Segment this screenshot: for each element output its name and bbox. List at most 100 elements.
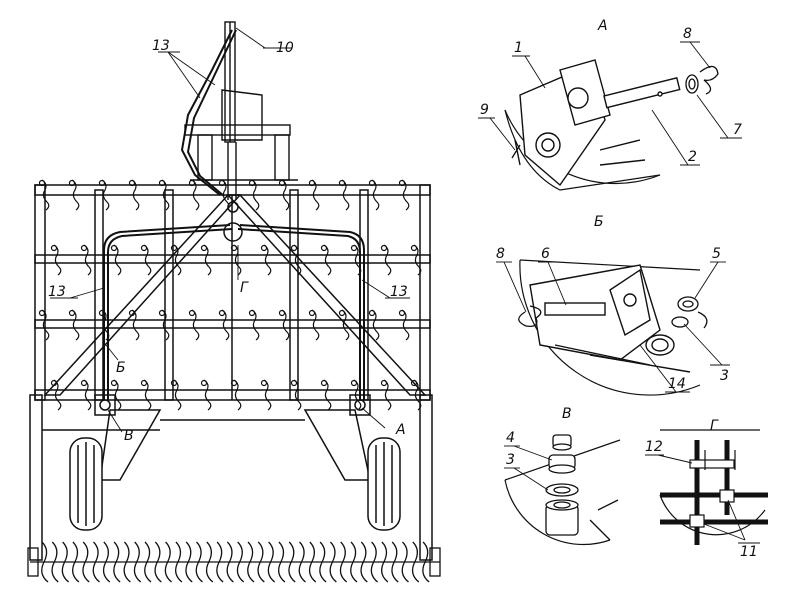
roller-coil — [205, 541, 214, 583]
tine — [281, 179, 290, 211]
tine-bolt — [158, 309, 166, 317]
tine-bolt — [380, 244, 388, 252]
roller-coil — [319, 541, 327, 583]
tine — [383, 379, 392, 411]
tine — [101, 179, 110, 211]
tine — [113, 244, 122, 276]
detail-g-title: Г — [710, 418, 719, 434]
roller-coil — [92, 541, 100, 583]
tine-bolt — [68, 309, 76, 317]
right-wheel — [367, 437, 401, 531]
label-13-left: 13 — [48, 284, 66, 300]
detail-b-label-6: 6 — [541, 246, 550, 262]
detail-b-label-5: 5 — [712, 246, 721, 262]
tine-bolt — [308, 309, 316, 317]
roller-coil — [370, 541, 379, 583]
roller-coil — [411, 541, 420, 583]
tine-bolt — [380, 379, 388, 387]
detail-a-title: А — [597, 18, 608, 34]
detail-a-label-2: 2 — [688, 149, 697, 165]
roller-coil — [82, 541, 90, 583]
tine-bolt — [98, 309, 106, 317]
detail-b-label-3: 3 — [720, 368, 729, 384]
roller-coil — [102, 541, 111, 583]
tine-bolt — [350, 379, 358, 387]
tine-bolt — [320, 244, 328, 252]
tine-bolt — [80, 379, 88, 387]
spiral-roller — [27, 541, 441, 583]
detail-g-label-11: 11 — [740, 544, 758, 560]
tine-bolt — [50, 379, 58, 387]
roller-coil — [185, 541, 193, 583]
tine-bolt — [398, 179, 406, 187]
tine — [221, 309, 230, 341]
tine — [293, 379, 302, 411]
roller-coil — [164, 541, 173, 583]
tine — [401, 179, 410, 211]
tine-bolt — [410, 379, 418, 387]
tine-bolt — [200, 379, 208, 387]
roller-coil — [195, 541, 203, 583]
tine-bolt — [170, 379, 178, 387]
roller-coil — [154, 541, 162, 583]
tine — [383, 244, 392, 276]
roller-coil — [226, 541, 234, 583]
tine-bolt — [218, 179, 226, 187]
hydraulic-hoses — [103, 29, 365, 400]
label-13-top: 13 — [152, 38, 170, 54]
tine-bolt — [98, 179, 106, 187]
roller-coil — [401, 541, 409, 583]
main-leaders — [50, 27, 410, 433]
roller-coil — [360, 541, 368, 583]
tine-bolt — [320, 379, 328, 387]
roller-coil — [41, 541, 49, 583]
tine-bolt — [290, 244, 298, 252]
tine-bolt — [38, 309, 46, 317]
tine — [233, 379, 242, 411]
tine — [143, 379, 152, 411]
tine — [203, 379, 212, 411]
tine-rows — [38, 179, 422, 411]
tine — [341, 179, 350, 211]
label-view-v: В — [124, 428, 134, 444]
tine-bolt — [188, 179, 196, 187]
machine-main-view: 10 13 13 13 Г Б В А — [27, 21, 441, 583]
tine — [173, 244, 182, 276]
tine — [251, 309, 260, 341]
tine — [71, 309, 80, 341]
roller-coil — [350, 541, 358, 583]
tine — [413, 244, 422, 276]
detail-v-title: В — [562, 406, 572, 422]
roller-coil — [308, 541, 317, 583]
tine-bolt — [38, 179, 46, 187]
roller-coil — [339, 541, 348, 583]
roller-coil — [381, 541, 389, 583]
roller-coil — [236, 541, 245, 583]
tine-bolt — [170, 244, 178, 252]
detail-b-title: Б — [594, 214, 604, 230]
roller-coil — [123, 541, 131, 583]
left-wheel — [69, 437, 103, 531]
detail-g-label-12: 12 — [645, 439, 663, 455]
tine-bolt — [248, 309, 256, 317]
roller-coil — [247, 541, 255, 583]
label-view-a: А — [395, 422, 406, 438]
tine-bolt — [188, 309, 196, 317]
tine — [353, 379, 362, 411]
detail-view-a: А — [478, 18, 742, 191]
tine — [131, 309, 140, 341]
tine — [401, 309, 410, 341]
roller-coil — [257, 541, 265, 583]
tine-bolt — [410, 244, 418, 252]
tine — [41, 309, 50, 341]
roller-coil — [298, 541, 306, 583]
tine-bolt — [350, 244, 358, 252]
tine — [263, 379, 272, 411]
tine-bolt — [80, 244, 88, 252]
label-10: 10 — [276, 40, 294, 56]
roller-coil — [391, 541, 399, 583]
roller-coil — [133, 541, 142, 583]
tine — [263, 244, 272, 276]
tine-bolt — [50, 244, 58, 252]
